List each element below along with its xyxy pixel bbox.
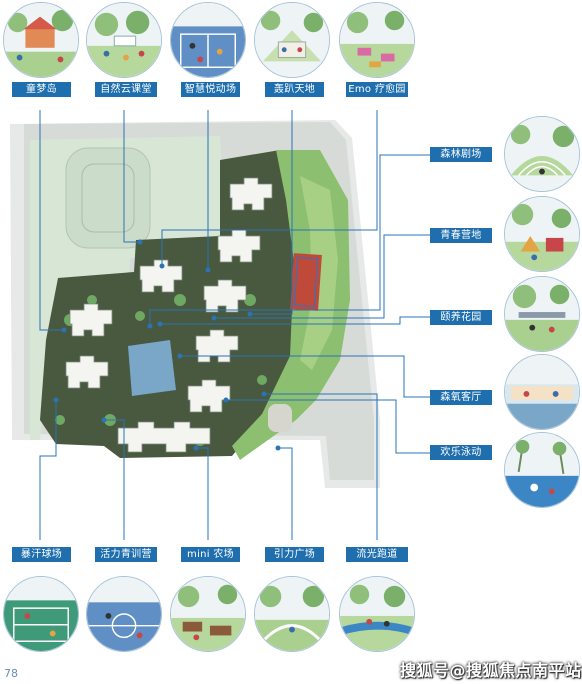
training-camp-scene-icon (86, 576, 162, 652)
playground-scene-icon (3, 2, 79, 78)
bottom-amenity-label: mini 农场 (181, 547, 240, 562)
right-amenity-label: 欢乐泳动 (430, 445, 492, 460)
watermark: 搜狐号@搜狐焦点南平站 (400, 661, 582, 680)
site-plan (0, 110, 582, 540)
bottom-amenity-label: 流光跑道 (346, 547, 408, 562)
top-amenity-label: 自然云课堂 (95, 82, 157, 97)
page-number: 78 (4, 667, 18, 680)
right-amenity-label: 青春营地 (430, 228, 492, 243)
running-track-scene-icon (339, 576, 415, 652)
bottom-amenity-label: 活力青训营 (95, 547, 157, 562)
top-amenity-label: 童梦岛 (12, 82, 71, 97)
bottom-amenity-label: 引力广场 (265, 547, 324, 562)
party-lawn-scene-icon (254, 2, 330, 78)
top-amenity-label: Emo 疗愈园 (346, 82, 408, 97)
right-amenity-label: 颐养花园 (430, 310, 492, 325)
healing-garden-scene-icon (339, 2, 415, 78)
plaza-scene-icon (254, 576, 330, 652)
top-amenity-label: 智慧悦动场 (181, 82, 240, 97)
bottom-amenity-label: 暴汗球场 (12, 547, 71, 562)
site-plan-drawing (10, 110, 430, 540)
youth-camp-scene-icon (504, 196, 580, 272)
ball-court-scene-icon (3, 576, 79, 652)
top-amenity-label: 轰趴天地 (265, 82, 324, 97)
sports-court-scene-icon (170, 2, 246, 78)
pool-scene-icon (504, 432, 580, 508)
right-amenity-label: 森氧客厅 (430, 390, 492, 405)
right-amenity-label: 森林剧场 (430, 147, 492, 162)
outdoor-classroom-scene-icon (86, 2, 162, 78)
forest-theater-scene-icon (504, 116, 580, 192)
elderly-garden-scene-icon (504, 276, 580, 352)
oxygen-lounge-scene-icon (504, 354, 580, 430)
mini-farm-scene-icon (170, 576, 246, 652)
